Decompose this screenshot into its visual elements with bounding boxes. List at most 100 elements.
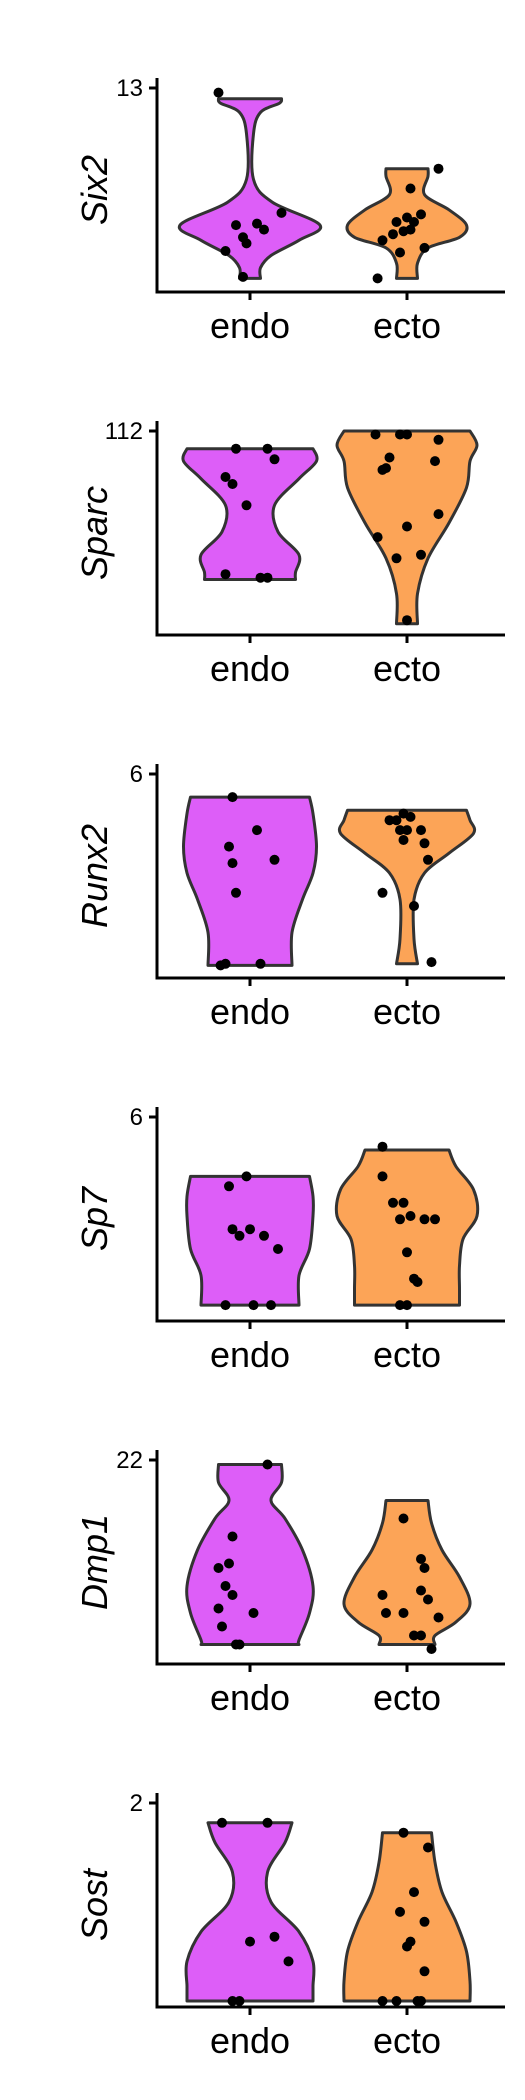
y-tick-label: 22 [116, 1447, 143, 1474]
data-point [405, 183, 416, 194]
data-point [220, 1300, 231, 1311]
data-point [220, 958, 231, 969]
violin-endo [184, 1821, 316, 2003]
violin-ecto [334, 1148, 480, 1307]
data-point [220, 569, 231, 580]
data-point [398, 1827, 409, 1838]
data-point [402, 429, 412, 440]
data-point [395, 1300, 405, 1311]
data-point [423, 1594, 433, 1605]
x-tick-label-endo: endo [210, 305, 290, 346]
data-point [262, 572, 273, 583]
data-point [395, 247, 405, 258]
data-point [388, 1197, 398, 1208]
data-point [419, 1916, 430, 1927]
y-tick-label: 6 [130, 761, 143, 788]
data-point [426, 957, 437, 968]
data-point [377, 1141, 388, 1152]
data-point [245, 1936, 255, 1947]
data-point [377, 1996, 388, 2006]
data-point [372, 273, 383, 284]
data-point [388, 229, 398, 240]
data-point [423, 1842, 433, 1853]
data-point [419, 1563, 430, 1573]
violin-endo [185, 1463, 315, 1646]
data-point [426, 1644, 437, 1654]
data-point [381, 1608, 391, 1618]
data-point [395, 825, 405, 836]
data-point [227, 1224, 238, 1235]
data-point [220, 1581, 231, 1591]
y-axis-label: Runx2 [74, 824, 115, 928]
data-point [255, 572, 266, 583]
data-point [391, 815, 402, 826]
data-point [269, 854, 280, 865]
x-tick-label-ecto: ecto [373, 991, 441, 1032]
x-tick-label-endo: endo [210, 648, 290, 689]
data-point [269, 454, 280, 465]
data-point [262, 1459, 273, 1470]
data-point [227, 858, 238, 869]
y-tick-label: 13 [116, 75, 143, 102]
data-point [224, 841, 234, 852]
data-point [224, 1181, 234, 1192]
y-tick-label: 2 [130, 1790, 143, 1817]
data-point [259, 224, 269, 235]
data-point [269, 1931, 280, 1942]
data-point [255, 958, 266, 969]
y-axis-label: Sp7 [74, 1185, 115, 1251]
data-point [248, 1300, 259, 1311]
data-point [227, 479, 238, 489]
data-point [276, 207, 287, 218]
y-axis-label: Sparc [74, 486, 115, 580]
data-point [262, 443, 273, 454]
data-point [381, 463, 391, 474]
data-point [252, 218, 262, 229]
x-tick-label-endo: endo [210, 1677, 290, 1718]
data-point [416, 549, 426, 560]
data-point [430, 1214, 440, 1225]
data-point [227, 792, 238, 803]
data-point [391, 217, 402, 227]
data-point [412, 1277, 423, 1287]
data-point [384, 815, 395, 826]
data-point [213, 1603, 224, 1614]
data-point [416, 1630, 426, 1641]
data-point [398, 1513, 409, 1524]
data-point [377, 1171, 388, 1182]
x-tick-label-ecto: ecto [373, 1677, 441, 1718]
data-point [213, 87, 224, 98]
data-point [220, 472, 231, 482]
data-point [419, 242, 430, 253]
data-point [433, 434, 444, 445]
violin-ecto [345, 167, 469, 280]
data-point [377, 235, 388, 246]
data-point [391, 553, 402, 564]
data-point [433, 509, 444, 520]
data-point [416, 1554, 426, 1564]
data-point [398, 835, 409, 845]
data-point [409, 1887, 419, 1898]
y-axis-label: Sost [74, 1867, 115, 1941]
data-point [419, 838, 430, 849]
data-point [416, 825, 426, 836]
data-point [241, 500, 252, 511]
data-point [283, 1956, 294, 1967]
data-point [241, 1171, 252, 1182]
data-point [423, 854, 433, 865]
x-tick-label-ecto: ecto [373, 305, 441, 346]
data-point [217, 1817, 227, 1828]
data-point [231, 220, 241, 231]
data-point [234, 1230, 245, 1241]
data-point [405, 811, 416, 822]
data-point [398, 1197, 409, 1208]
data-point [391, 1996, 402, 2006]
data-point [266, 1300, 276, 1311]
violin-endo [182, 795, 318, 967]
data-point [409, 217, 419, 227]
data-point [402, 825, 412, 836]
